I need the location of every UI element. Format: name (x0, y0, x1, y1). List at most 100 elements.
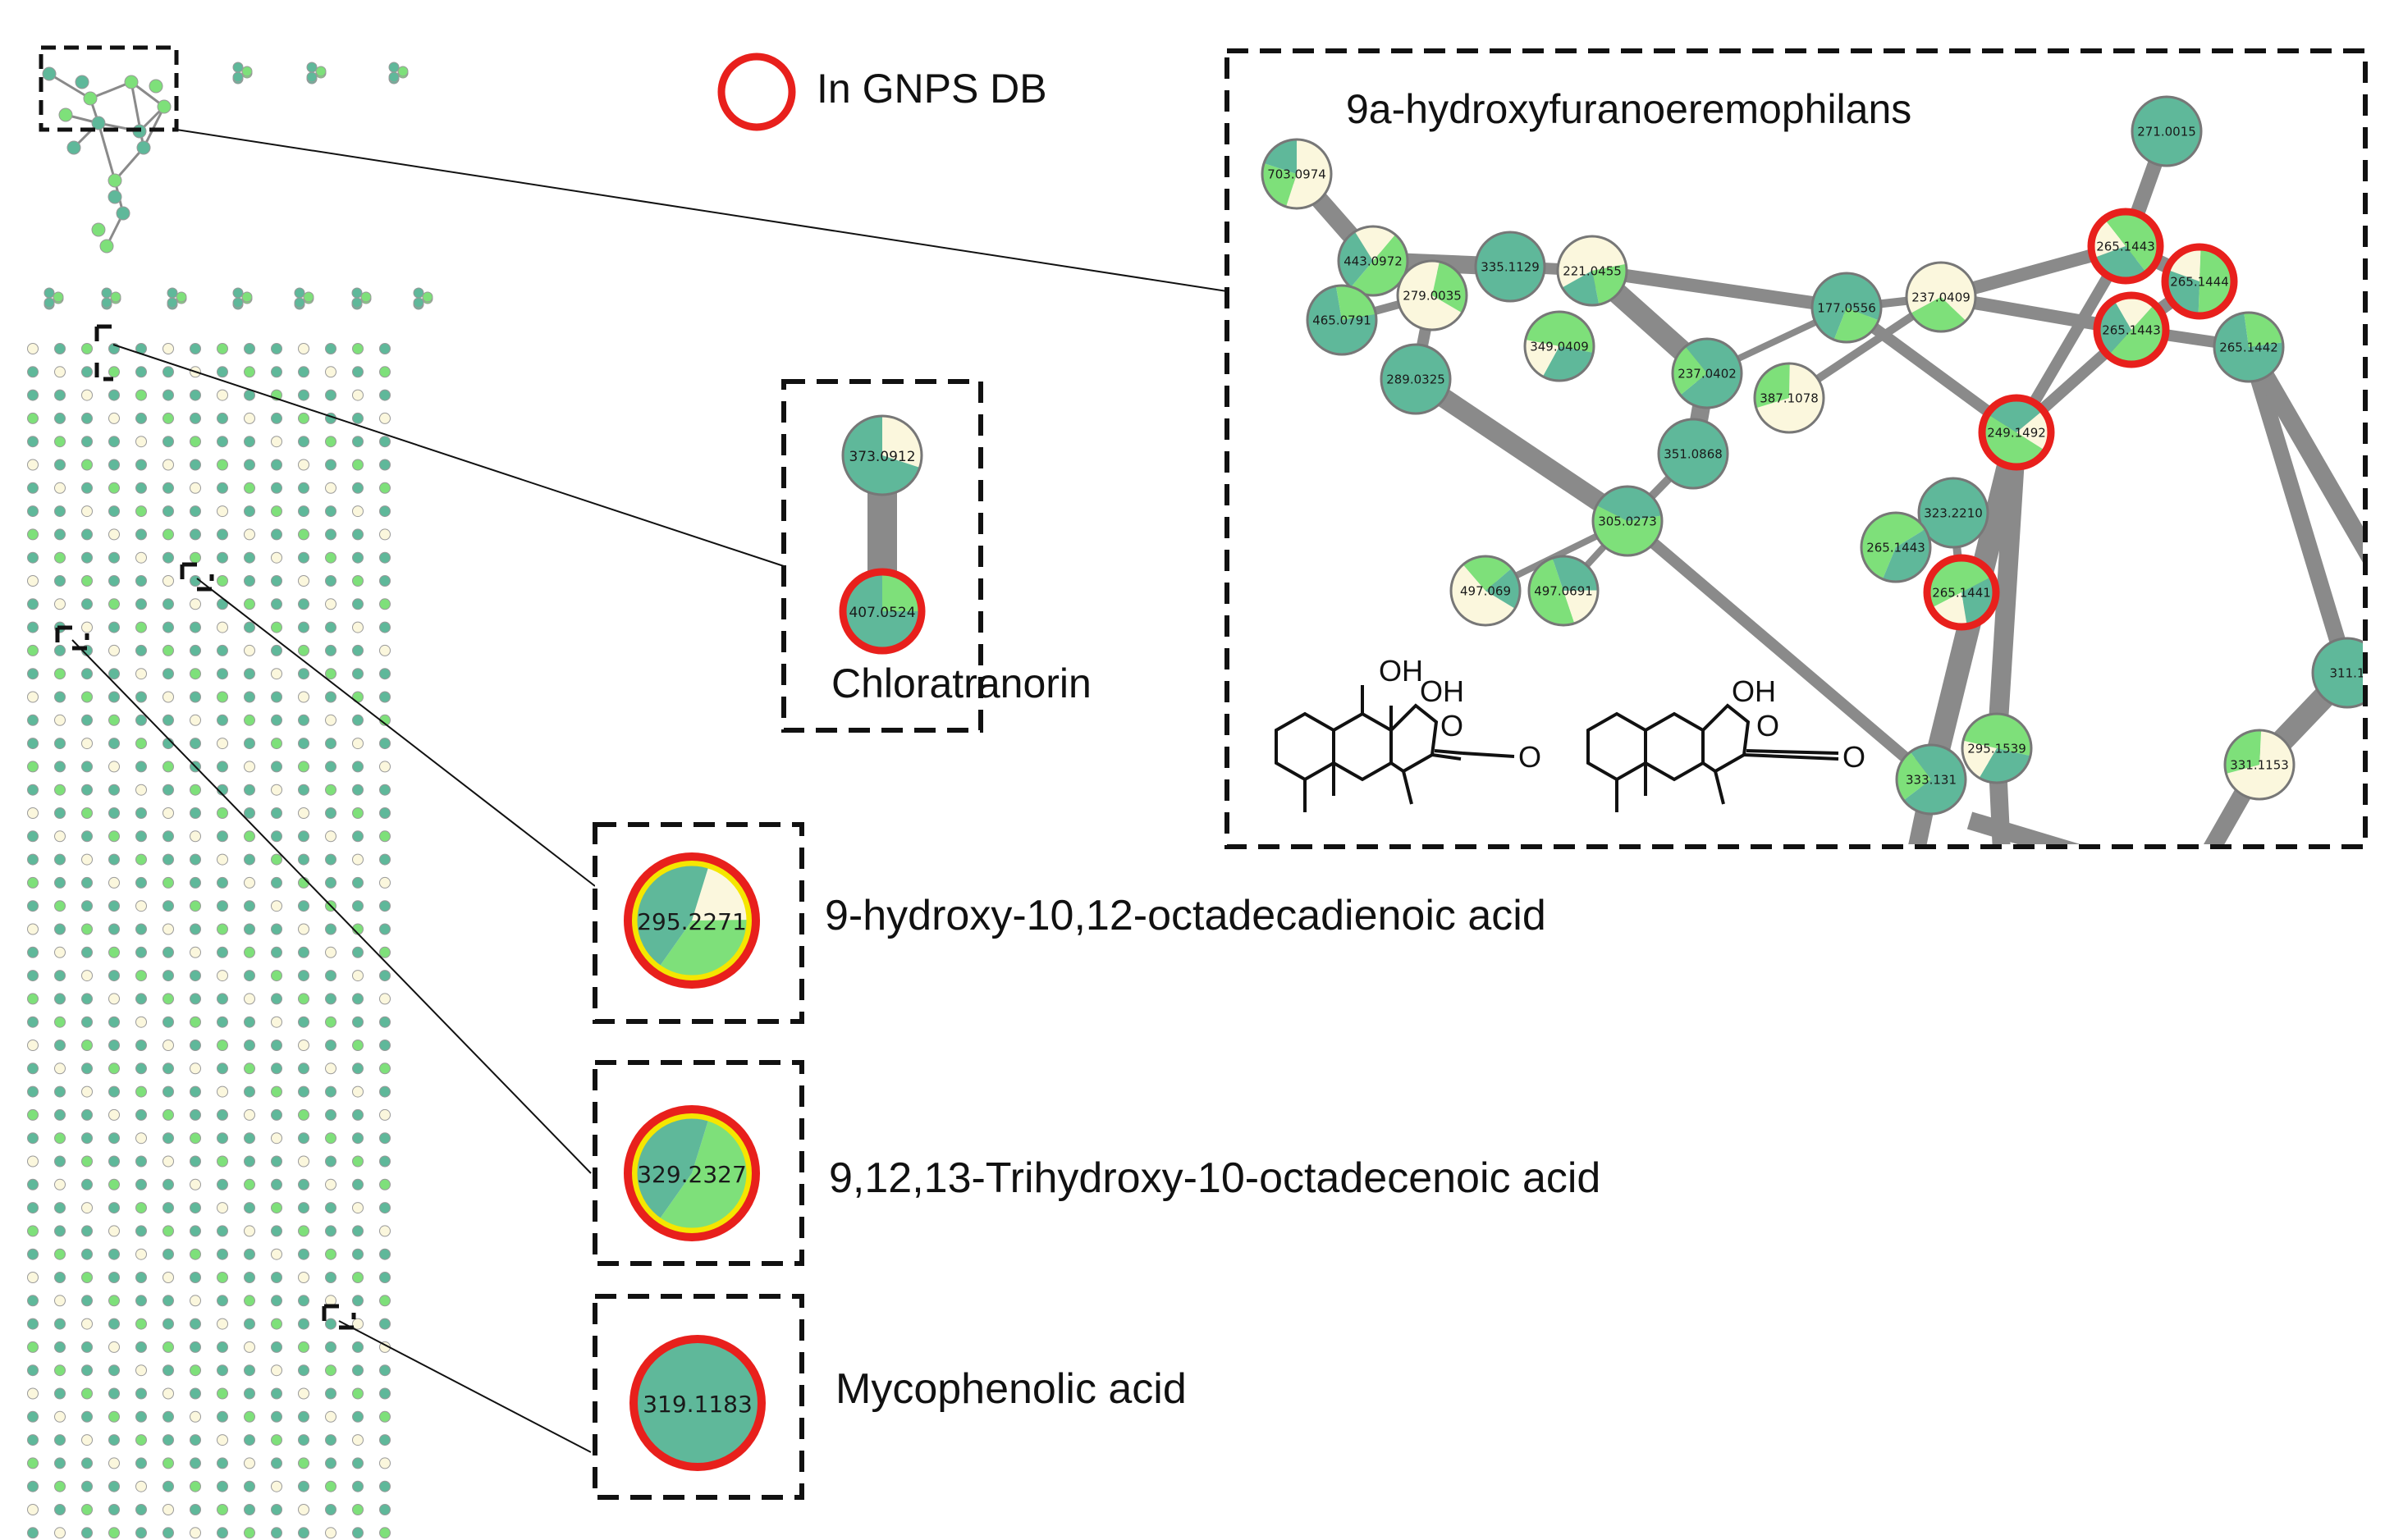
overview-singleton-node (352, 1364, 364, 1377)
overview-singleton-node (217, 853, 228, 866)
overview-singleton-node (271, 551, 282, 564)
overview-singleton-node (27, 1410, 39, 1423)
network-node: 703.0974 (1261, 138, 1333, 210)
overview-singleton-node (298, 1225, 309, 1237)
node-mz-label: 237.0409 (1911, 290, 1971, 305)
overview-singleton-node (379, 598, 391, 610)
overview-singleton-node (271, 1085, 282, 1098)
overview-singleton-node (217, 946, 228, 958)
network-node: 265.1444 (2161, 243, 2238, 320)
overview-singleton-node (108, 575, 120, 587)
overview-singleton-node (108, 668, 120, 680)
overview-singleton-node (108, 1387, 120, 1400)
overview-singleton-node (271, 1504, 282, 1515)
overview-singleton-node (271, 1040, 282, 1051)
overview-singleton-node (108, 1480, 120, 1492)
overview-singleton-node (379, 551, 391, 564)
structure1-ring-o: O (1440, 709, 1463, 743)
overview-node (167, 287, 178, 299)
overview-singleton-node (217, 343, 228, 354)
node-mz-label: 443.0972 (1343, 254, 1403, 269)
overview-singleton-node (108, 528, 120, 541)
overview-singleton-node (162, 761, 174, 773)
overview-singleton-node (27, 1155, 39, 1168)
structure2-ring-o: O (1756, 709, 1779, 743)
node-outline (1337, 225, 1409, 297)
overview-singleton-node (54, 412, 66, 424)
overview-singleton-node (190, 644, 201, 656)
overview-singleton-node (325, 1040, 336, 1051)
overview-singleton-node (244, 830, 255, 843)
node-outline (1261, 138, 1333, 210)
node-outline (1917, 477, 1989, 549)
overview-singleton-node (244, 1132, 255, 1145)
overview-singleton-node (217, 761, 228, 773)
overview-singleton-node (135, 1364, 147, 1377)
overview-singleton-node (190, 621, 201, 633)
overview-singleton-node (27, 459, 39, 471)
overview-singleton-node (135, 853, 147, 866)
overview-singleton-node (352, 1108, 364, 1121)
overview-singleton-node (244, 343, 255, 354)
overview-singleton-node (54, 551, 66, 564)
overview-singleton-node (244, 923, 255, 935)
overview-singleton-node (135, 1132, 147, 1145)
overview-singleton-node (271, 1295, 282, 1307)
overview-singleton-node (325, 1225, 336, 1237)
overview-singleton-node (108, 784, 120, 796)
overview-singleton-node (135, 1016, 147, 1028)
node-mz-label: 305.0273 (1598, 514, 1657, 529)
overview-singleton-node (190, 1457, 201, 1469)
overview-singleton-node (325, 644, 336, 656)
overview-singleton-node (27, 366, 39, 378)
overview-singleton-node (190, 807, 201, 819)
overview-singleton-node (190, 1318, 201, 1330)
singleton-node: 295.2271 (624, 852, 760, 989)
overview-singleton-node (352, 482, 364, 494)
overview-singleton-node (298, 389, 309, 401)
node-outline (1961, 712, 2033, 784)
overview-singleton-node (135, 1527, 147, 1539)
overview-singleton-node (217, 668, 228, 680)
network-node: 335.1129 (1474, 231, 1546, 303)
overview-singleton-node (352, 389, 364, 401)
overview-singleton-node (108, 1295, 120, 1307)
overview-node (422, 291, 433, 303)
overview-singleton-node (325, 389, 336, 401)
overview-node (110, 291, 121, 303)
node-mz-label: 271.0015 (2137, 125, 2196, 139)
structure2-oh: OH (1732, 674, 1776, 708)
overview-singleton-node (325, 876, 336, 889)
overview-node (91, 116, 106, 130)
overview-singleton-node (54, 691, 66, 703)
overview-singleton-node (162, 598, 174, 610)
overview-singleton-node (81, 1016, 93, 1028)
overview-singleton-node (217, 1410, 228, 1423)
overview-singleton-node (271, 853, 282, 866)
overview-singleton-node (379, 412, 391, 424)
overview-singleton-node (217, 621, 228, 633)
legend-label: In GNPS DB (817, 66, 1047, 112)
overview-singleton-node (162, 343, 174, 354)
overview-singleton-node (135, 1504, 147, 1515)
overview-singleton-node (190, 1387, 201, 1400)
overview-singleton-node (217, 1155, 228, 1168)
overview-singleton-node (217, 1085, 228, 1098)
overview-singleton-node (244, 1504, 255, 1515)
overview-singleton-node (135, 876, 147, 889)
overview-singleton-node (217, 575, 228, 587)
overview-singleton-node (190, 784, 201, 796)
node-mz-label: 703.0974 (1267, 167, 1326, 182)
node-mz-label: 265.1444 (2170, 275, 2229, 290)
overview-singleton-node (108, 436, 120, 448)
overview-singleton-node (108, 714, 120, 726)
legend: In GNPS DB (717, 53, 1047, 131)
overview-singleton-node (190, 1178, 201, 1190)
overview-singleton-node (162, 993, 174, 1005)
overview-singleton-node (244, 644, 255, 656)
legend-red-ring-icon (717, 53, 796, 131)
node-outline (841, 414, 923, 496)
overview-singleton-node (162, 1504, 174, 1515)
network-edge (1591, 264, 1848, 314)
overview-singleton-node (352, 1062, 364, 1075)
